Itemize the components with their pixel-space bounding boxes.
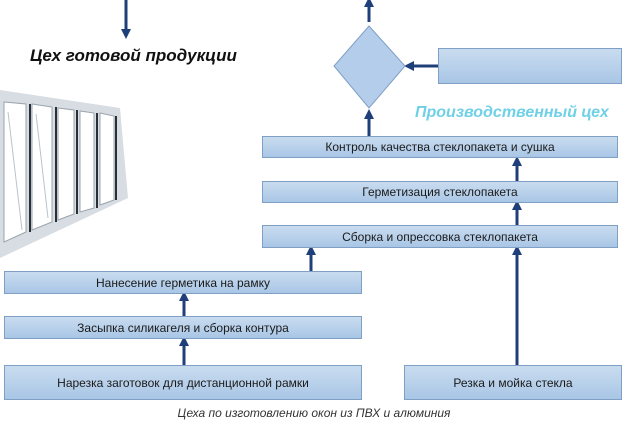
- finished-products-title: Цех готовой продукции: [30, 46, 237, 65]
- window-illustration: [0, 90, 128, 258]
- production-title: Производственный цех: [415, 104, 609, 121]
- sealing-box: Герметизация стеклопакета: [262, 181, 618, 203]
- cutting-blanks-box: Нарезка заготовок для дистанционной рамк…: [4, 365, 362, 400]
- sealant-frame-box: Нанесение герметика на рамку: [4, 271, 362, 294]
- top-right-box: [438, 48, 622, 84]
- decision-diamond: [333, 25, 406, 109]
- assembly-box: Сборка и опрессовка стеклопакета: [262, 225, 618, 248]
- quality-control-box: Контроль качества стеклопакета и сушка: [262, 136, 618, 158]
- glass-cutting-box: Резка и мойка стекла: [404, 365, 622, 400]
- silica-gel-box: Засыпка силикагеля и сборка контура: [4, 316, 362, 339]
- caption: Цеха по изготовлению окон из ПВХ и алюми…: [177, 406, 451, 420]
